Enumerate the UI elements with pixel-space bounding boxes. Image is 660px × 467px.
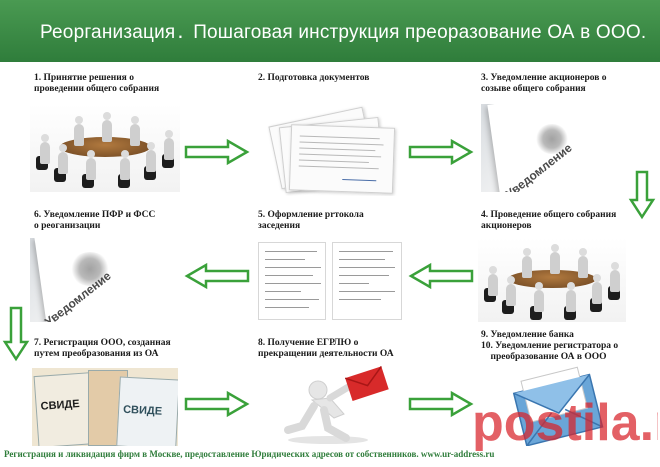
step-5-label: 5. Оформление prтокола заседения	[258, 210, 364, 231]
step-4-label: 4. Проведение общего собрания акционеров	[481, 210, 617, 231]
arrow-down-3-4-icon	[628, 170, 656, 220]
arrow-down-6-7-icon	[2, 306, 30, 362]
arrow-left-4-5-icon	[408, 262, 474, 290]
certificate-word-1: СВИДЕ	[40, 398, 81, 413]
watermark-text: postila.ru	[472, 394, 658, 452]
header-title-part1: Реорганизация	[40, 22, 176, 43]
arrow-right-1-2-icon	[184, 138, 250, 166]
postila-watermark: postila.ru	[472, 394, 658, 452]
certificate-word-2: СВИДЕ	[122, 403, 163, 418]
step-6-notice-image: Уведомление	[30, 238, 180, 322]
step-6-label: 6. Уведомление ПФР и ФСС о реоганизации	[34, 210, 156, 231]
step-2-label: 2. Подготовка документов	[258, 73, 370, 83]
arrow-right-2-3-icon	[408, 138, 474, 166]
step-9-envelope-image	[484, 362, 624, 446]
step-5-protocol-image	[256, 238, 406, 324]
step-7-label: 7. Регистрация ООО, созданная путем прео…	[34, 338, 171, 359]
page-header: Реорганизация. Пошаговая инструкция прео…	[0, 0, 660, 62]
step-4-meeting-image	[478, 238, 626, 322]
arrow-left-5-6-icon	[184, 262, 250, 290]
step-1-label: 1. Принятие решения о проведении общего …	[34, 73, 160, 94]
header-separator: .	[177, 18, 184, 43]
step-3-label: 3. Уведомление акционеров о созыве общег…	[481, 73, 607, 94]
step-8-label: 8. Получение ЕГРЛЮ о прекращении деятель…	[258, 338, 394, 359]
arrow-right-7-8-icon	[184, 390, 250, 418]
arrow-right-8-9-icon	[408, 390, 474, 418]
step-8-runner-letter-image	[262, 364, 410, 446]
step-9-10-label: 9. Уведомление банка 10. Уведомление рег…	[481, 330, 619, 362]
header-title-part2: Пошаговая инструкция преоразование ОА в …	[193, 22, 647, 43]
step-7-certificate-image: СВИДЕ СВИДЕ	[32, 368, 178, 446]
step-3-notice-image: Уведомление	[481, 104, 627, 192]
footer-text: Регистрация и ликвидация фирм в Москве, …	[4, 449, 495, 459]
step-1-meeting-image	[30, 104, 180, 192]
step-2-documents-image	[258, 104, 404, 196]
